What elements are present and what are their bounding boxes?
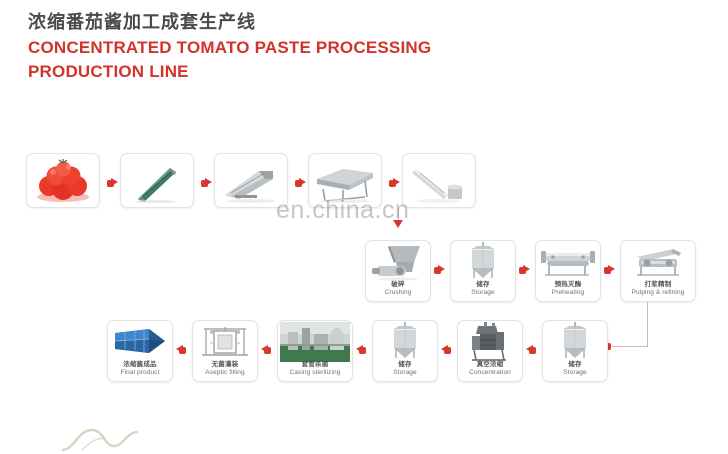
process-step-card[interactable]: 预热灭酶 Preheating: [535, 240, 601, 302]
process-step-label-cn: 破碎: [391, 281, 405, 289]
crusher-icon: [366, 241, 430, 282]
process-step-label-cn: 预热灭酶: [554, 281, 582, 289]
flow-arrow-icon: [438, 264, 445, 273]
process-step-card[interactable]: [214, 153, 288, 208]
process-step-label-en: Storage: [393, 369, 417, 377]
process-step-label-cn: 套管杀菌: [301, 361, 329, 369]
process-step-label-en: Storage: [471, 289, 495, 297]
flow-connector-line: [398, 208, 399, 221]
flow-arrow-icon: [519, 267, 526, 274]
process-step-label: 无菌灌装 Aseptic filling: [193, 362, 257, 381]
process-step-label-cn: 储存: [568, 361, 582, 369]
belt-conveyor-icon: [215, 154, 287, 207]
flow-arrow-icon: [299, 177, 306, 186]
process-step-label-en: Concentration: [469, 369, 511, 377]
process-step-label-en: Preheating: [551, 289, 585, 297]
process-step-card[interactable]: 储存 Storage: [372, 320, 438, 382]
elevator-conveyor-icon: [403, 154, 475, 207]
aseptic-filling-icon: [193, 321, 257, 362]
flow-arrow-icon: [261, 344, 268, 353]
sorting-table-icon: [309, 154, 381, 207]
flow-arrow-icon: [434, 267, 441, 274]
flow-arrow-icon: [608, 264, 615, 273]
process-step-card[interactable]: 储存 Storage: [450, 240, 516, 302]
preheater-icon: [536, 241, 600, 282]
evaporator-icon: [458, 321, 522, 362]
flow-arrow-icon: [295, 180, 302, 187]
casing-sterilizing-icon: [278, 321, 352, 362]
process-step-label: 打浆精制 Pulping & refining: [621, 282, 695, 301]
process-step-card[interactable]: 真空浓缩 Concentration: [457, 320, 523, 382]
flow-arrow-icon: [205, 177, 212, 186]
storage-tank-icon: [373, 321, 437, 362]
process-step-label-en: Casing sterilizing: [289, 369, 341, 377]
process-step-label: 储存 Storage: [373, 362, 437, 381]
page-title-english-line1: CONCENTRATED TOMATO PASTE PROCESSING: [28, 38, 432, 57]
storage-tank-icon: [451, 241, 515, 282]
process-step-label: 储存 Storage: [451, 282, 515, 301]
process-step-label-cn: 储存: [398, 361, 412, 369]
flow-arrow-icon: [356, 344, 363, 353]
flow-arrow-icon: [393, 177, 400, 186]
process-flow-diagram: 破碎 Crushing 储存 Storage: [26, 153, 696, 382]
flow-arrow-icon: [526, 344, 533, 353]
tomatoes-icon: [27, 154, 99, 207]
flow-connector-line: [612, 346, 648, 347]
process-step-label: 浓缩酱成品 Final product: [108, 362, 172, 381]
process-step-label: 破碎 Crushing: [366, 282, 430, 301]
process-step-label-cn: 打浆精制: [644, 281, 672, 289]
pulper-refiner-icon: [621, 241, 695, 282]
flow-arrow-icon: [176, 344, 183, 353]
flow-arrow-icon: [201, 180, 208, 187]
process-step-card[interactable]: [120, 153, 194, 208]
flow-connector-line: [647, 302, 648, 346]
process-step-label: 真空浓缩 Concentration: [458, 362, 522, 381]
page-title-chinese: 浓缩番茄酱加工成套生产线: [28, 12, 256, 32]
process-step-card[interactable]: [26, 153, 100, 208]
process-step-label: 预热灭酶 Preheating: [536, 282, 600, 301]
process-step-label-en: Aseptic filling: [205, 369, 245, 377]
process-step-card[interactable]: [308, 153, 382, 208]
process-step-card[interactable]: 打浆精制 Pulping & refining: [620, 240, 696, 302]
process-step-card[interactable]: 破碎 Crushing: [365, 240, 431, 302]
flow-arrow-icon: [523, 264, 530, 273]
final-product-icon: [108, 321, 172, 362]
process-step-label-cn: 真空浓缩: [476, 361, 504, 369]
process-step-label-en: Pulping & refining: [631, 289, 685, 297]
process-step-label: 储存 Storage: [543, 362, 607, 381]
flow-arrow-icon: [393, 220, 403, 228]
process-step-card[interactable]: 无菌灌装 Aseptic filling: [192, 320, 258, 382]
process-step-card[interactable]: 储存 Storage: [542, 320, 608, 382]
page-title: 浓缩番茄酱加工成套生产线 CONCENTRATED TOMATO PASTE P…: [28, 10, 431, 82]
process-step-card[interactable]: [402, 153, 476, 208]
process-step-label-en: Crushing: [384, 289, 412, 297]
flow-arrow-icon: [111, 177, 118, 186]
storage-tank-icon: [543, 321, 607, 362]
page-title-english-line2: PRODUCTION LINE: [28, 62, 189, 81]
decorative-flourish-icon: [52, 424, 172, 454]
process-step-label-cn: 无菌灌装: [211, 361, 239, 369]
process-step-label-cn: 浓缩酱成品: [123, 361, 157, 369]
flow-arrow-icon: [107, 180, 114, 187]
process-step-card[interactable]: 套管杀菌 Casing sterilizing: [277, 320, 353, 382]
flow-arrow-icon: [441, 344, 448, 353]
process-step-label: 套管杀菌 Casing sterilizing: [278, 362, 352, 381]
flow-arrow-icon: [604, 267, 611, 274]
flow-arrow-icon: [389, 180, 396, 187]
process-step-card[interactable]: 浓缩酱成品 Final product: [107, 320, 173, 382]
process-step-label-cn: 储存: [476, 281, 490, 289]
process-step-label-en: Final product: [120, 369, 160, 377]
incline-belt-conveyor-icon: [121, 154, 193, 207]
process-step-label-en: Storage: [563, 369, 587, 377]
